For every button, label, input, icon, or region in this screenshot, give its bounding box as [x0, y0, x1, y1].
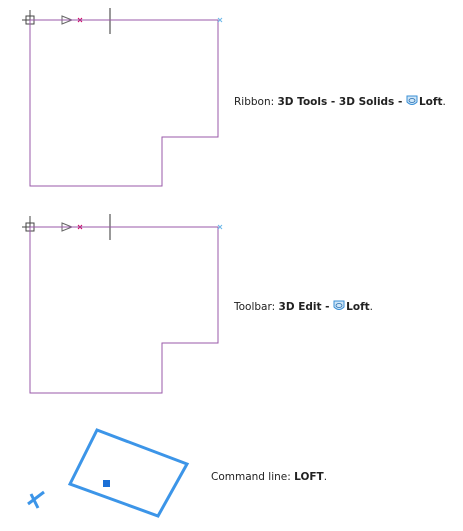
grip-square[interactable] — [103, 480, 110, 487]
end-marker-icon — [217, 17, 223, 23]
profile-outline — [29, 19, 219, 187]
command-line-caption: Command line: LOFT. — [211, 470, 327, 484]
caption-suffix: . — [442, 96, 446, 108]
caption-suffix: . — [369, 301, 374, 313]
ucs-icon — [22, 216, 83, 236]
caption-path: 3D Tools - 3D Solids - — [277, 96, 406, 108]
selected-rectangle — [67, 428, 190, 518]
caption-path: 3D Edit - — [278, 301, 334, 313]
caption-prefix: Ribbon: — [234, 96, 278, 108]
cursor-cross-icon — [27, 490, 45, 509]
caption-prefix: Command line: — [211, 471, 295, 483]
caption-prefix: Toolbar: — [234, 301, 279, 313]
end-marker-icon — [217, 224, 223, 230]
drawing-canvas — [27, 428, 190, 518]
drawing-canvas — [22, 8, 223, 187]
profile-outline — [29, 226, 219, 394]
caption-command: LOFT — [294, 471, 324, 483]
loft-icon — [406, 95, 418, 107]
toolbar-caption: Toolbar: 3D Edit - Loft. — [234, 300, 373, 314]
panel-toolbar: Toolbar: 3D Edit - Loft. — [0, 206, 463, 402]
drawing-canvas — [22, 214, 223, 394]
caption-command: Loft — [346, 301, 370, 313]
crosshair-cursor — [96, 8, 126, 34]
panel-ribbon: Ribbon: 3D Tools - 3D Solids - Loft. — [0, 0, 463, 200]
caption-suffix: . — [323, 471, 328, 483]
loft-icon — [333, 300, 345, 312]
ribbon-caption: Ribbon: 3D Tools - 3D Solids - Loft. — [234, 95, 446, 109]
panel-command-line: Command line: LOFT. — [0, 412, 463, 531]
caption-command: Loft — [418, 96, 443, 108]
